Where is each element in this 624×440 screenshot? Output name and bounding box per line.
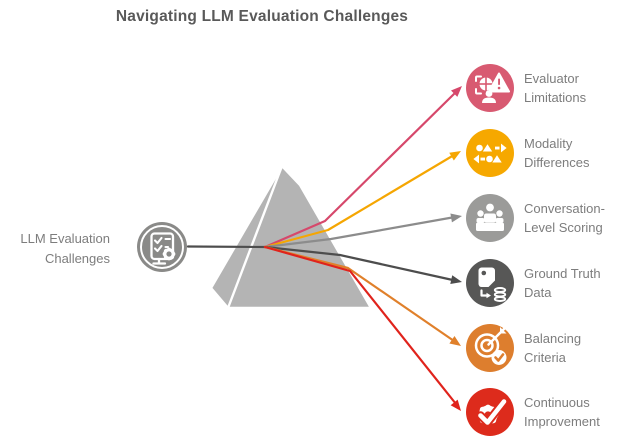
source-label: LLM Evaluation Challenges (6, 229, 110, 269)
prism-shape (209, 164, 373, 310)
arrowhead-ground-truth-data (450, 275, 462, 285)
arrowhead-modality-differences (449, 151, 461, 161)
item-label-evaluator-limitations: Evaluator Limitations (524, 71, 587, 105)
ray-evaluator-limitations (263, 90, 458, 249)
ray-ground-truth-data (263, 245, 457, 282)
scale-warning-icon (466, 64, 514, 112)
shapes-arrows-icon (466, 129, 514, 177)
ray-conversation-level-scoring (263, 215, 457, 249)
item-label-modality-differences: Modality Differences (524, 136, 590, 170)
item-label-conversation-level-scoring: Conversation- Level Scoring (524, 201, 605, 235)
arrowhead-balancing-criteria (449, 336, 461, 346)
item-label-continuous-improvement: Continuous Improvement (524, 395, 600, 429)
item-label-balancing-criteria: Balancing Criteria (524, 331, 582, 365)
podium-people-icon (466, 194, 514, 242)
input-beam-line (186, 245, 268, 249)
ray-modality-differences (263, 153, 456, 249)
source-label-line1: LLM Evaluation (20, 231, 110, 246)
ray-continuous-improvement (263, 245, 458, 406)
target-check-icon (466, 324, 514, 372)
gear-check-icon (466, 388, 514, 436)
arrowhead-evaluator-limitations (451, 86, 462, 97)
source-label-line2: Challenges (44, 251, 110, 266)
gear-glyph (162, 247, 176, 261)
arrowhead-conversation-level-scoring (450, 213, 462, 223)
prism-inner-edge (226, 164, 284, 310)
checklist-gear-icon (137, 222, 187, 272)
arrowhead-continuous-improvement (450, 399, 461, 411)
item-label-ground-truth-data: Ground Truth Data (524, 266, 601, 300)
diagram-title: Navigating LLM Evaluation Challenges (115, 8, 409, 25)
document-database-icon (466, 259, 514, 307)
